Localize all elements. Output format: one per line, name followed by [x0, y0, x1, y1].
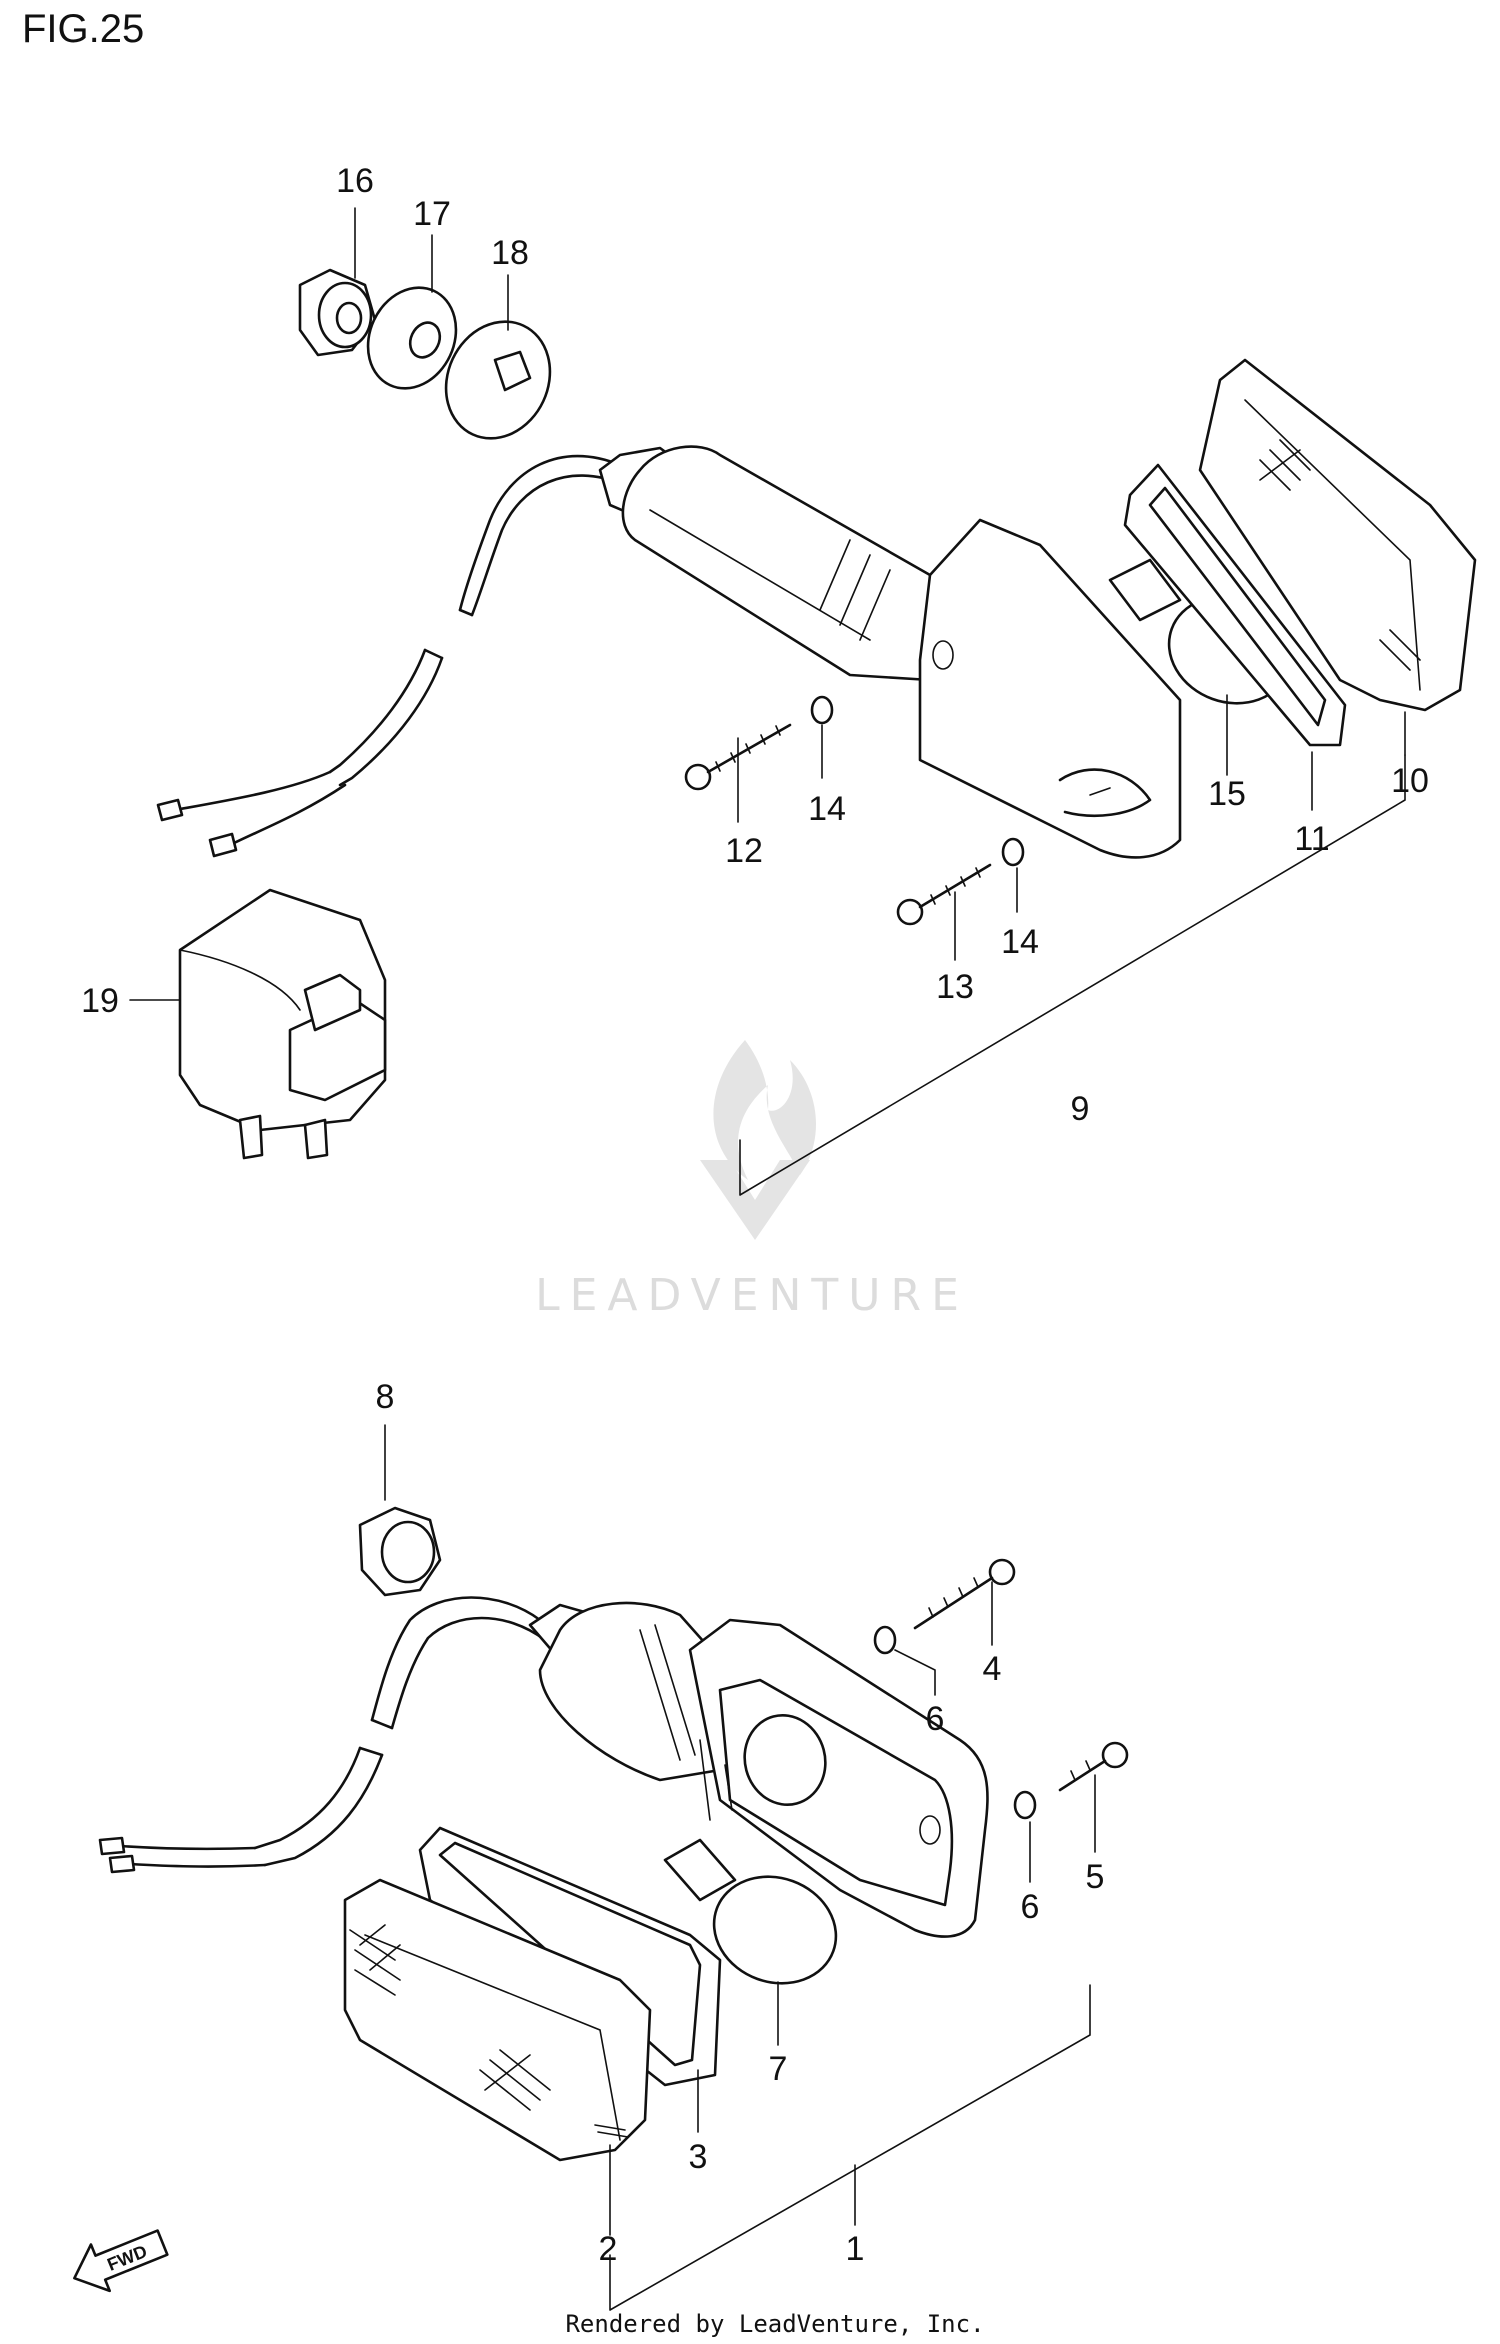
- washer-17: [366, 286, 458, 390]
- lens-10: [1198, 358, 1477, 712]
- callout-14-upper: 14: [808, 790, 846, 828]
- callout-6-upper: 6: [926, 1700, 945, 1738]
- screw-5: [1058, 1741, 1129, 1792]
- callout-15: 15: [1208, 775, 1246, 813]
- turn-signal-relay-19: [178, 888, 387, 1160]
- callout-8: 8: [376, 1378, 395, 1416]
- callout-4: 4: [983, 1650, 1002, 1688]
- gasket-11: [1123, 463, 1347, 747]
- callout-17: 17: [413, 195, 451, 233]
- washer-6a: [873, 1625, 897, 1655]
- screw-4: [913, 1558, 1016, 1630]
- callout-5: 5: [1086, 1858, 1105, 1896]
- washer-6b: [1013, 1790, 1037, 1820]
- housing-front: [528, 1601, 989, 1938]
- fwd-arrow-icon: FWD: [73, 2229, 169, 2293]
- nut-8: [358, 1506, 442, 1597]
- washer-14a: [810, 695, 834, 725]
- rear-turn-signal-assembly: [156, 268, 1477, 926]
- callout-6-lower: 6: [1021, 1888, 1040, 1926]
- callout-13: 13: [936, 968, 974, 1006]
- watermark-text: LEADVENTURE: [535, 1270, 969, 1321]
- callout-12: 12: [725, 832, 763, 870]
- bracket-1: [609, 1984, 1091, 2311]
- render-credit: Rendered by LeadVenture, Inc.: [565, 2310, 984, 2338]
- leadventure-watermark: LEADVENTURE: [535, 1040, 969, 1321]
- callout-9: 9: [1071, 1090, 1090, 1128]
- screw-13: [896, 863, 992, 926]
- callout-2: 2: [599, 2230, 618, 2268]
- bracket-9: [739, 754, 1406, 1196]
- callout-10: 10: [1391, 762, 1429, 800]
- nut-16: [298, 268, 377, 357]
- washer-14b: [1001, 837, 1025, 867]
- callout-16: 16: [336, 162, 374, 200]
- screw-12: [684, 723, 792, 791]
- housing-body: [598, 445, 1182, 859]
- callout-3: 3: [689, 2138, 708, 2176]
- leader-lines: [129, 207, 1406, 2236]
- washer-18: [444, 320, 552, 440]
- callout-14-lower: 14: [1001, 923, 1039, 961]
- callout-18: 18: [491, 234, 529, 272]
- callout-11: 11: [1294, 820, 1329, 858]
- lens-2: [343, 1878, 652, 2162]
- bulb-7: [663, 1838, 838, 1985]
- callout-19: 19: [81, 982, 119, 1020]
- callout-7: 7: [769, 2050, 788, 2088]
- figure-title: FIG.25: [22, 7, 144, 51]
- callout-1: 1: [846, 2230, 865, 2268]
- front-turn-signal-assembly: [98, 1506, 1129, 2162]
